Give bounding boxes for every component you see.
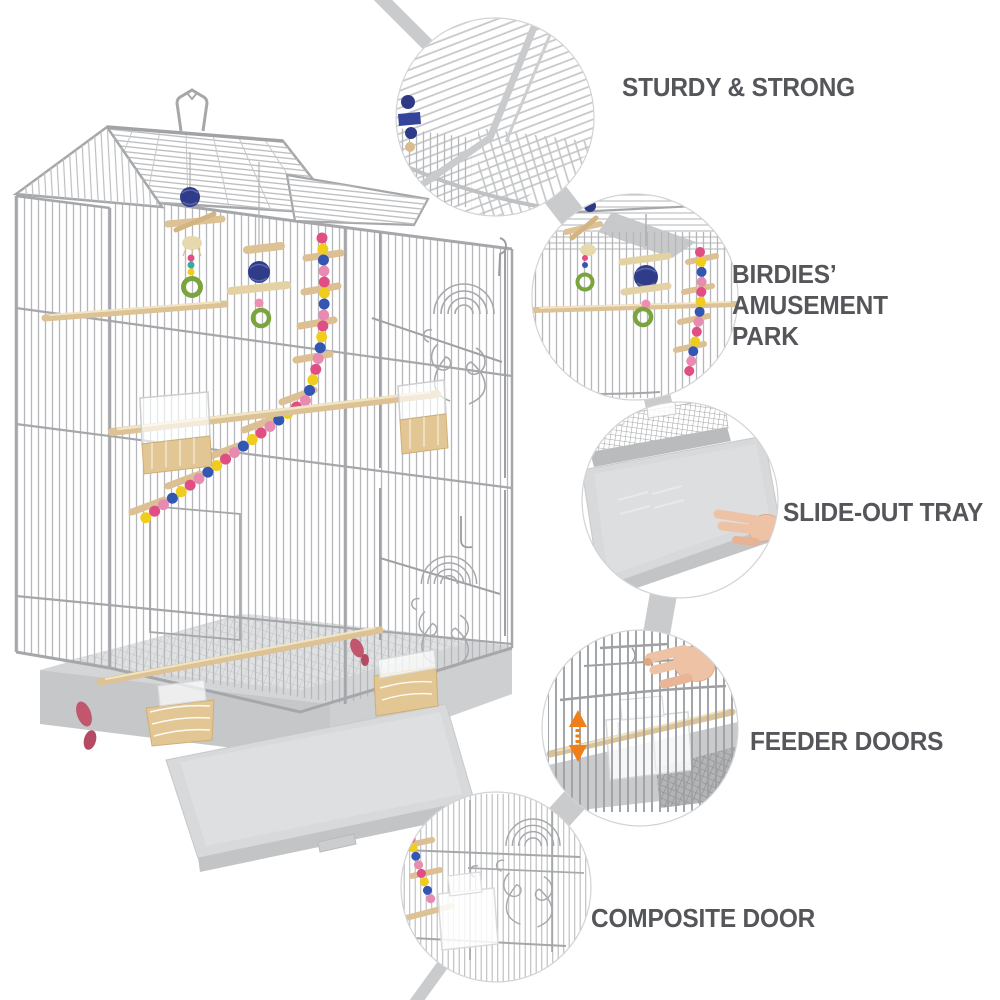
hanging-toy-left — [164, 152, 226, 298]
height-adjust-arrow-icon — [569, 710, 587, 762]
cage-roof — [12, 125, 430, 227]
bird-cage-illustration — [12, 88, 514, 872]
feature-label-feeder-doors: FEEDER DOORS — [750, 726, 944, 756]
callout-circle-sturdy — [395, 17, 595, 217]
hand-opening-door — [644, 645, 716, 689]
feature-label-composite-door: COMPOSITE DOOR — [591, 903, 816, 933]
feature-label-sturdy: STURDY & STRONG — [622, 72, 856, 102]
hanging-hook — [175, 88, 209, 132]
callout-circle-amusement-park — [531, 193, 739, 401]
callout-circle-feeder-doors — [541, 629, 739, 827]
hanging-toy-center — [227, 162, 291, 329]
cage-slide-tray — [165, 703, 476, 872]
seed-feeders — [139, 379, 449, 747]
composite-doors — [371, 232, 506, 640]
mini-ladder-right — [673, 247, 719, 377]
mini-toy-center — [618, 214, 672, 328]
callout-circle-slide-out-tray — [581, 401, 779, 599]
door-hooks — [460, 237, 507, 549]
callout-circle-composite-door — [400, 791, 592, 983]
feature-label-slide-out-tray: SLIDE-OUT TRAY — [783, 497, 984, 527]
feature-label-amusement-park: BIRDIES’ AMUSEMENT PARK — [732, 259, 888, 351]
bead-ladder — [128, 232, 345, 528]
corner-clips — [76, 638, 369, 750]
